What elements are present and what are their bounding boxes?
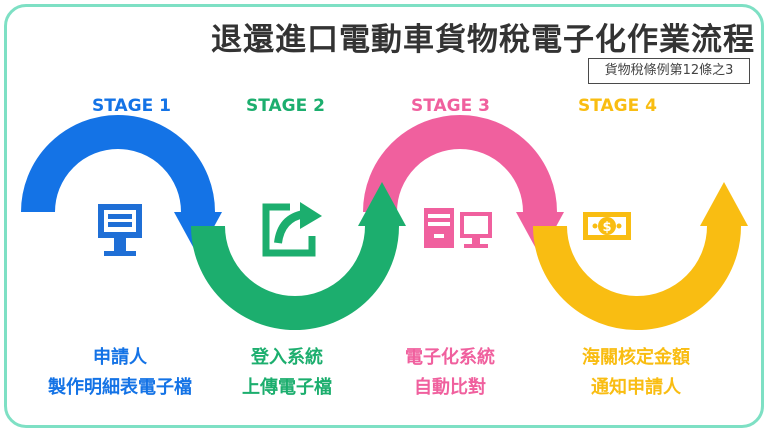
stage-1-line-1: 申請人 xyxy=(93,347,147,368)
stage-4-line-2: 通知申請人 xyxy=(591,377,681,398)
presentation-board-icon xyxy=(98,204,142,256)
stage-1-line-2: 製作明細表電子檔 xyxy=(48,377,192,398)
regulation-reference: 貨物稅條例第12條之3 xyxy=(588,58,750,84)
stage-2-line-2: 上傳電子檔 xyxy=(242,377,332,398)
stage-2-arrowhead xyxy=(358,182,406,226)
stage-3-line-2: 自動比對 xyxy=(414,377,486,398)
diagram-frame xyxy=(4,4,764,428)
computer-icon xyxy=(424,208,492,248)
upload-share-icon xyxy=(262,202,322,257)
stage-1-arrow xyxy=(21,115,215,213)
stage-3-arrow xyxy=(363,115,557,213)
stage-4-arrowhead xyxy=(700,182,748,226)
stage-2-label: STAGE 2 xyxy=(246,96,325,116)
stage-3-label: STAGE 3 xyxy=(411,96,490,116)
stage-2-description: 登入系統 上傳電子檔 xyxy=(187,343,387,403)
stage-4-line-1: 海關核定金額 xyxy=(582,347,690,368)
stage-1-description: 申請人 製作明細表電子檔 xyxy=(20,343,220,403)
stage-2-line-1: 登入系統 xyxy=(251,347,323,368)
stage-4-arrow xyxy=(533,225,741,330)
money-bill-icon: $ xyxy=(583,212,631,240)
svg-text:$: $ xyxy=(602,220,611,235)
stage-2-arrow xyxy=(191,225,399,330)
stage-1-label: STAGE 1 xyxy=(92,96,171,116)
stage-3-line-1: 電子化系統 xyxy=(405,347,495,368)
stage-4-label: STAGE 4 xyxy=(578,96,657,116)
stage-4-description: 海關核定金額 通知申請人 xyxy=(536,343,736,403)
stage-3-description: 電子化系統 自動比對 xyxy=(350,343,550,403)
page-title: 退還進口電動車貨物稅電子化作業流程 xyxy=(211,22,755,58)
